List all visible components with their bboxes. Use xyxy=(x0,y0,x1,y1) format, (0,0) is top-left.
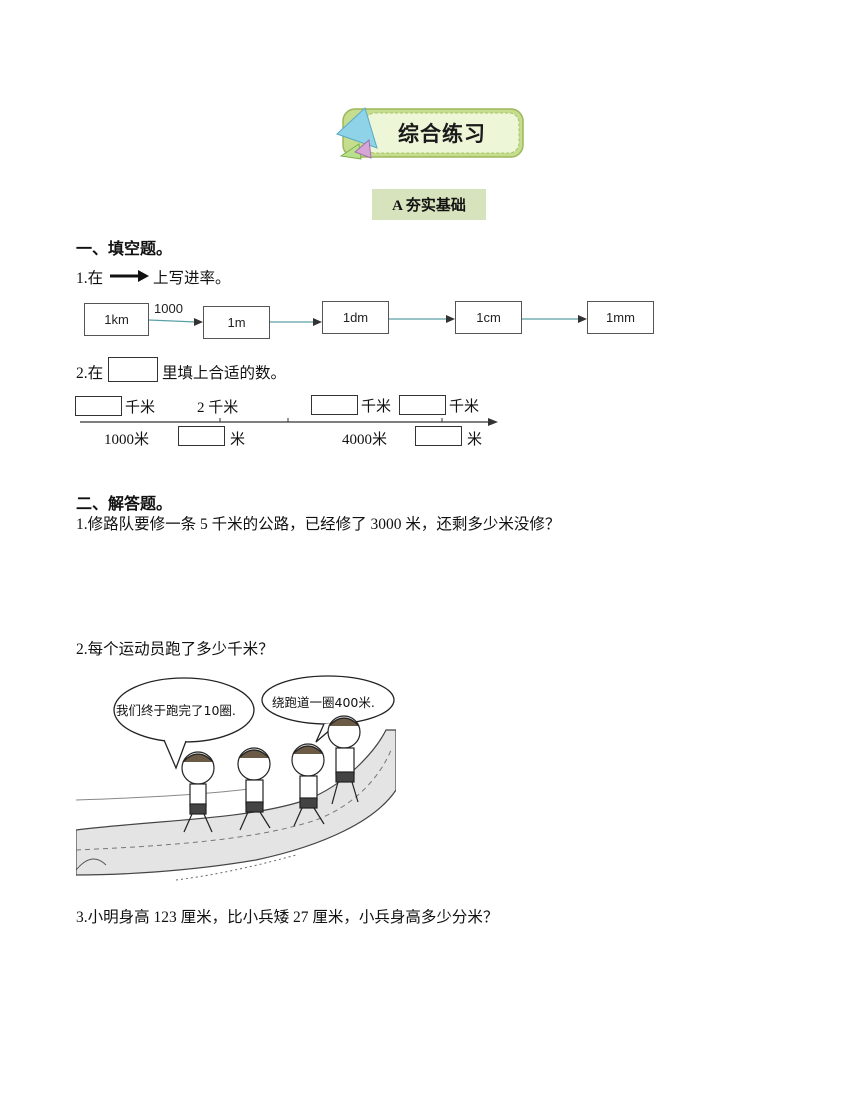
q1-suffix: 上写进率。 xyxy=(153,270,231,287)
part2-heading: 二、解答题。 xyxy=(76,496,173,513)
speech-bubble-left: 我们终于跑完了10圈. xyxy=(116,703,236,718)
page-title: 综合练习 xyxy=(398,122,486,146)
blank-bottom-d[interactable] xyxy=(415,426,462,446)
label-top-a: 千米 xyxy=(125,400,156,416)
blank-top-a[interactable] xyxy=(75,396,122,416)
q2-prefix: 2.在 xyxy=(76,365,104,382)
part1-heading: 一、填空题。 xyxy=(76,241,173,258)
question-2-2: 2.每个运动员跑了多少千米？ xyxy=(76,641,274,658)
label-top-d: 千米 xyxy=(449,399,480,415)
label-bottom-c: 4000米 xyxy=(342,432,388,448)
speech-bubble-right: 绕跑道一圈400米. xyxy=(272,695,375,710)
label-bottom-d: 米 xyxy=(467,432,483,448)
q2-suffix: 里填上合适的数。 xyxy=(162,365,287,382)
label-top-c: 千米 xyxy=(361,399,392,415)
number-line xyxy=(80,418,498,426)
question-2-3: 3.小明身高 123 厘米，比小兵矮 27 厘米，小兵身高多少分米？ xyxy=(76,909,499,926)
title-banner xyxy=(336,107,524,160)
label-bottom-a: 1000米 xyxy=(104,432,150,448)
blank-bottom-b[interactable] xyxy=(178,426,225,446)
blank-box-sample xyxy=(108,357,158,382)
blank-top-c[interactable] xyxy=(311,395,358,415)
unit-box-mm: 1mm xyxy=(587,301,654,334)
section-tag: A 夯实基础 xyxy=(372,189,486,220)
question-2-1: 1.修路队要修一条 5 千米的公路，已经修了 3000 米，还剩多少米没修？ xyxy=(76,516,561,533)
arrow-icon xyxy=(110,270,149,282)
q1-prefix: 1.在 xyxy=(76,270,104,287)
unit-box-km: 1km xyxy=(84,303,149,336)
label-bottom-b: 米 xyxy=(230,432,246,448)
blank-top-d[interactable] xyxy=(399,395,446,415)
unit-box-cm: 1cm xyxy=(455,301,522,334)
unit-box-dm: 1dm xyxy=(322,301,389,334)
rate-label: 1000 xyxy=(154,301,183,316)
unit-box-m: 1m xyxy=(203,306,270,339)
label-top-b: 2 千米 xyxy=(197,400,239,416)
runners-illustration xyxy=(76,675,396,881)
